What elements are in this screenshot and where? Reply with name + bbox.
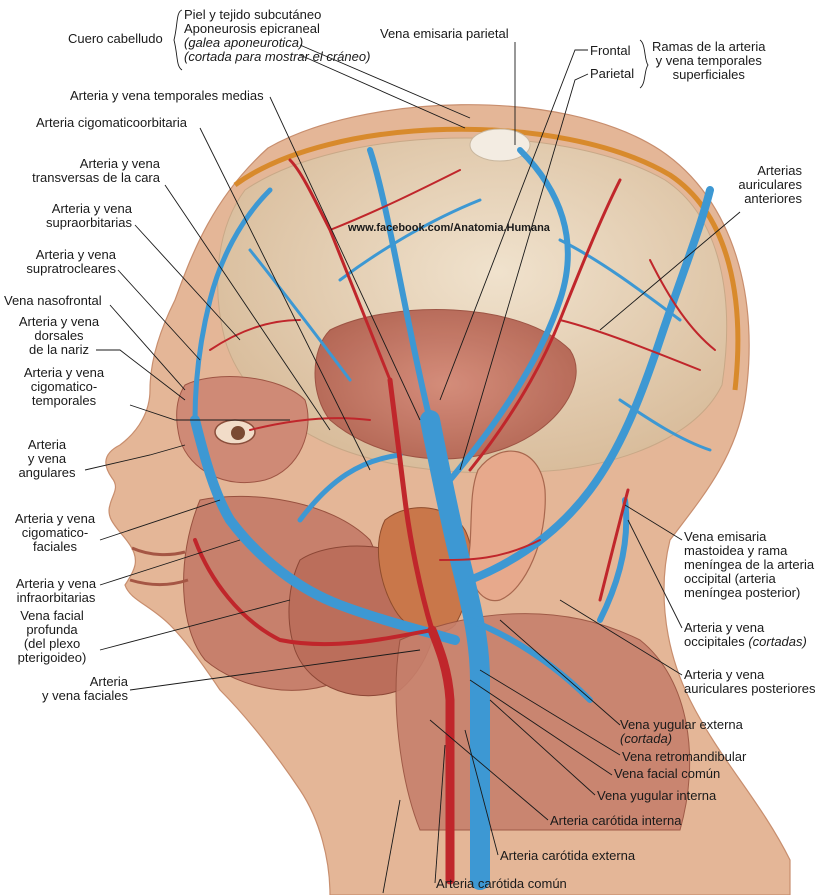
label-scalp-line: Piel y tejido subcutáneo <box>184 7 322 22</box>
label-scalp-layers: Piel y tejido subcutáneo Aponeurosis epi… <box>184 8 370 64</box>
label-line: Arteria y vena <box>18 314 100 329</box>
label-line: Vena yugular externa <box>620 717 743 732</box>
label-retromandibular: Vena retromandibular <box>622 749 747 764</box>
label-supratrocleares: Arteria y vena supratrocleares <box>10 248 116 276</box>
label-ramas-line: y vena temporales <box>655 53 762 68</box>
label-transversas-cara: Arteria y vena transversas de la cara <box>28 157 160 185</box>
label-line: Vena facial <box>20 608 84 623</box>
label-cuero-cabelludo: Cuero cabelludo <box>68 31 163 46</box>
label-line: Vena emisaria <box>684 529 767 544</box>
label-cigomaticotemporales: Arteria y vena cigomatico- temporales <box>12 366 116 408</box>
veins <box>190 147 714 890</box>
label-temporales-medias: Arteria y vena temporales medias <box>70 88 264 103</box>
label-occipitales: Arteria y vena occipitales (cortadas) <box>684 621 807 649</box>
label-yugular-externa: Vena yugular externa (cortada) <box>620 718 743 746</box>
label-line: y vena <box>27 451 67 466</box>
label-line: Arteria y vena <box>684 620 765 635</box>
label-supraorbitarias: Arteria y vena supraorbitarias <box>20 202 132 230</box>
label-line: y vena faciales <box>42 688 128 703</box>
label-occipitales-cut: (cortadas) <box>748 634 807 649</box>
label-ramas-line: Ramas de la arteria <box>652 39 766 54</box>
label-line: occipital (arteria <box>684 571 776 586</box>
neck-muscles <box>395 613 691 831</box>
label-line: Arteria <box>27 437 67 452</box>
label-line: meníngea de la arteria <box>684 557 815 572</box>
label-line: Arteria y vena <box>14 511 96 526</box>
label-scalp-line: Aponeurosis epicraneal <box>184 21 320 36</box>
label-line: anteriores <box>744 191 802 206</box>
label-parietal: Parietal <box>590 66 635 81</box>
label-line: angulares <box>18 465 76 480</box>
label-dorsales-nariz: Arteria y vena dorsales de la nariz <box>10 315 108 357</box>
label-line: Arteria y vena <box>684 667 765 682</box>
label-line: meníngea posterior) <box>684 585 801 600</box>
label-facial-comun: Vena facial común <box>614 766 721 781</box>
label-line: infraorbitarias <box>16 590 96 605</box>
label-occipitales-text: occipitales <box>684 634 749 649</box>
label-vena-emisaria-parietal: Vena emisaria parietal <box>380 26 509 41</box>
label-frontal: Frontal <box>590 43 631 58</box>
label-line: supratrocleares <box>26 261 116 276</box>
label-line: de la nariz <box>29 342 89 357</box>
label-line: (cortada) <box>620 731 673 746</box>
galea-band <box>233 126 741 391</box>
label-cigomaticoorbitaria: Arteria cigomaticoorbitaria <box>36 115 188 130</box>
label-scalp-line: (cortada para mostrar el cráneo) <box>184 49 371 64</box>
label-line: cigomatico- <box>30 379 98 394</box>
label-line: Arteria <box>89 674 128 689</box>
label-line: faciales <box>32 539 78 554</box>
lips <box>129 546 189 586</box>
label-line: Arteria y vena <box>15 576 97 591</box>
ear <box>468 450 546 602</box>
label-line: (del plexo <box>23 636 81 651</box>
label-line: temporales <box>31 393 97 408</box>
label-line: Arteria y vena <box>23 365 105 380</box>
label-line: auriculares posteriores <box>684 681 816 696</box>
label-line: Arterias <box>757 163 802 178</box>
label-line: Arteria y vena <box>51 201 132 216</box>
label-carotida-comun: Arteria carótida común <box>436 876 567 891</box>
label-ramas-line: superficiales <box>672 67 745 82</box>
label-line: mastoidea y rama <box>684 543 788 558</box>
iris <box>231 426 245 440</box>
label-nasofrontal: Vena nasofrontal <box>4 293 102 308</box>
label-line: profunda <box>26 622 78 637</box>
label-auriculares-anteriores: Arterias auriculares anteriores <box>700 164 802 206</box>
arteries <box>193 158 716 885</box>
emissary-foramen <box>469 128 531 162</box>
label-line: supraorbitarias <box>46 215 132 230</box>
label-cigomaticofaciales: Arteria y vena cigomatico- faciales <box>6 512 104 554</box>
label-carotida-interna: Arteria carótida interna <box>550 813 682 828</box>
label-line: cigomatico- <box>21 525 89 540</box>
label-line: pterigoideo) <box>17 650 87 665</box>
label-emisaria-mastoidea: Vena emisaria mastoidea y rama meníngea … <box>684 530 814 600</box>
watermark: www.facebook.com/Anatomia.Humana <box>348 222 550 234</box>
label-faciales: Arteria y vena faciales <box>20 675 128 703</box>
label-line: Arteria y vena <box>35 247 116 262</box>
label-auriculares-posteriores: Arteria y vena auriculares posteriores <box>684 668 816 696</box>
label-yugular-interna: Vena yugular interna <box>597 788 717 803</box>
label-line: auriculares <box>738 177 802 192</box>
label-carotida-externa: Arteria carótida externa <box>500 848 636 863</box>
label-line: dorsales <box>34 328 84 343</box>
label-line: occipitales (cortadas) <box>684 635 807 649</box>
label-ramas-temporales: Ramas de la arteria y vena temporales su… <box>652 40 765 82</box>
label-line: transversas de la cara <box>32 170 160 185</box>
leader-lines <box>84 9 741 894</box>
label-line: Arteria y vena <box>79 156 160 171</box>
label-vena-facial-profunda: Vena facial profunda (del plexo pterigoi… <box>6 609 98 665</box>
label-scalp-line: (galea aponeurotica) <box>184 35 304 50</box>
label-angulares: Arteria y vena angulares <box>12 438 82 480</box>
label-infraorbitarias: Arteria y vena infraorbitarias <box>4 577 108 605</box>
